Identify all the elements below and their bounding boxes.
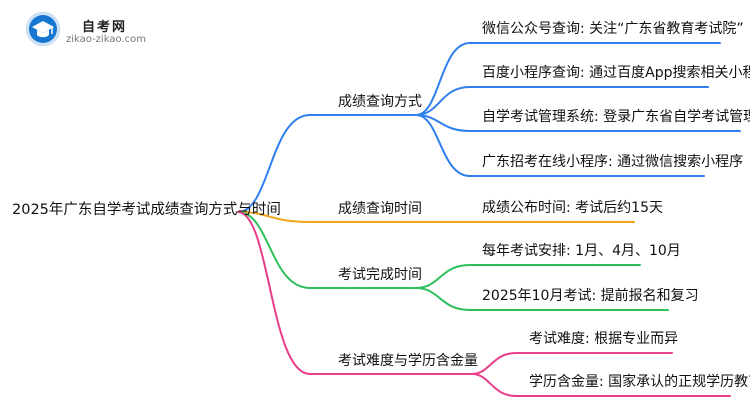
connector-root-to-query-time: [237, 211, 417, 223]
site-logo[interactable]: 自考网 zikao-zikao.com: [26, 12, 176, 48]
connector-query-methods-leaf-2: [415, 86, 709, 116]
leaf-miniprogram-query: 广东招考在线小程序: 通过微信搜索小程序: [482, 154, 744, 170]
connector-root-to-exam-time: [237, 211, 417, 289]
connector-query-methods-leaf-1: [415, 42, 721, 116]
connector-exam-time-leaf-1: [415, 264, 641, 289]
connector-root-to-difficulty: [237, 211, 473, 375]
leaf-release-time: 成绩公布时间: 考试后约15天: [482, 200, 663, 216]
branch-query-time: 成绩查询时间: [338, 201, 422, 217]
connector-root-to-query-methods: [237, 114, 417, 213]
graduation-cap-icon: [26, 12, 60, 46]
connector-difficulty-leaf-2: [471, 373, 731, 397]
leaf-october-exam: 2025年10月考试: 提前报名和复习: [482, 288, 699, 304]
branch-exam-time: 考试完成时间: [338, 267, 422, 283]
leaf-degree-value: 学历含金量: 国家承认的正规学历教育: [529, 374, 750, 390]
logo-domain: zikao-zikao.com: [66, 34, 146, 45]
leaf-annual-schedule: 每年考试安排: 1月、4月、10月: [482, 243, 681, 259]
branch-query-methods: 成绩查询方式: [338, 94, 422, 110]
connector-query-methods-leaf-4: [415, 114, 705, 177]
leaf-wechat-query: 微信公众号查询: 关注“广东省教育考试院”: [482, 21, 744, 37]
branch-difficulty-value: 考试难度与学历含金量: [338, 353, 478, 369]
connector-difficulty-leaf-1: [471, 352, 673, 375]
mindmap-root: 2025年广东自学考试成绩查询方式与时间: [12, 202, 281, 218]
leaf-baidu-query: 百度小程序查询: 通过百度App搜索相关小程序: [482, 65, 750, 81]
connector-exam-time-leaf-2: [415, 287, 669, 311]
leaf-management-system: 自学考试管理系统: 登录广东省自学考试管理系统: [482, 109, 750, 125]
leaf-exam-difficulty: 考试难度: 根据专业而异: [529, 331, 679, 347]
connector-query-methods-leaf-3: [415, 114, 741, 132]
logo-title: 自考网: [82, 20, 128, 35]
